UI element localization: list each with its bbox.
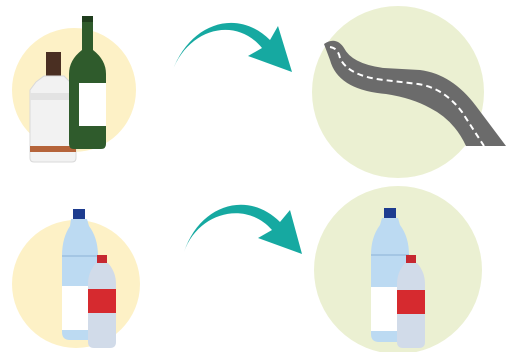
small-plastic-bottle-icon [88,255,116,348]
plastic-bottles-group-right [314,186,482,352]
road-group [312,6,506,178]
glass-bottles-group [12,16,136,162]
small-plastic-bottle-icon [397,255,425,348]
plastic-bottles-group-left [12,209,140,348]
arrow-right-curved-icon [184,205,302,254]
arrow-right-curved-icon [172,23,292,72]
